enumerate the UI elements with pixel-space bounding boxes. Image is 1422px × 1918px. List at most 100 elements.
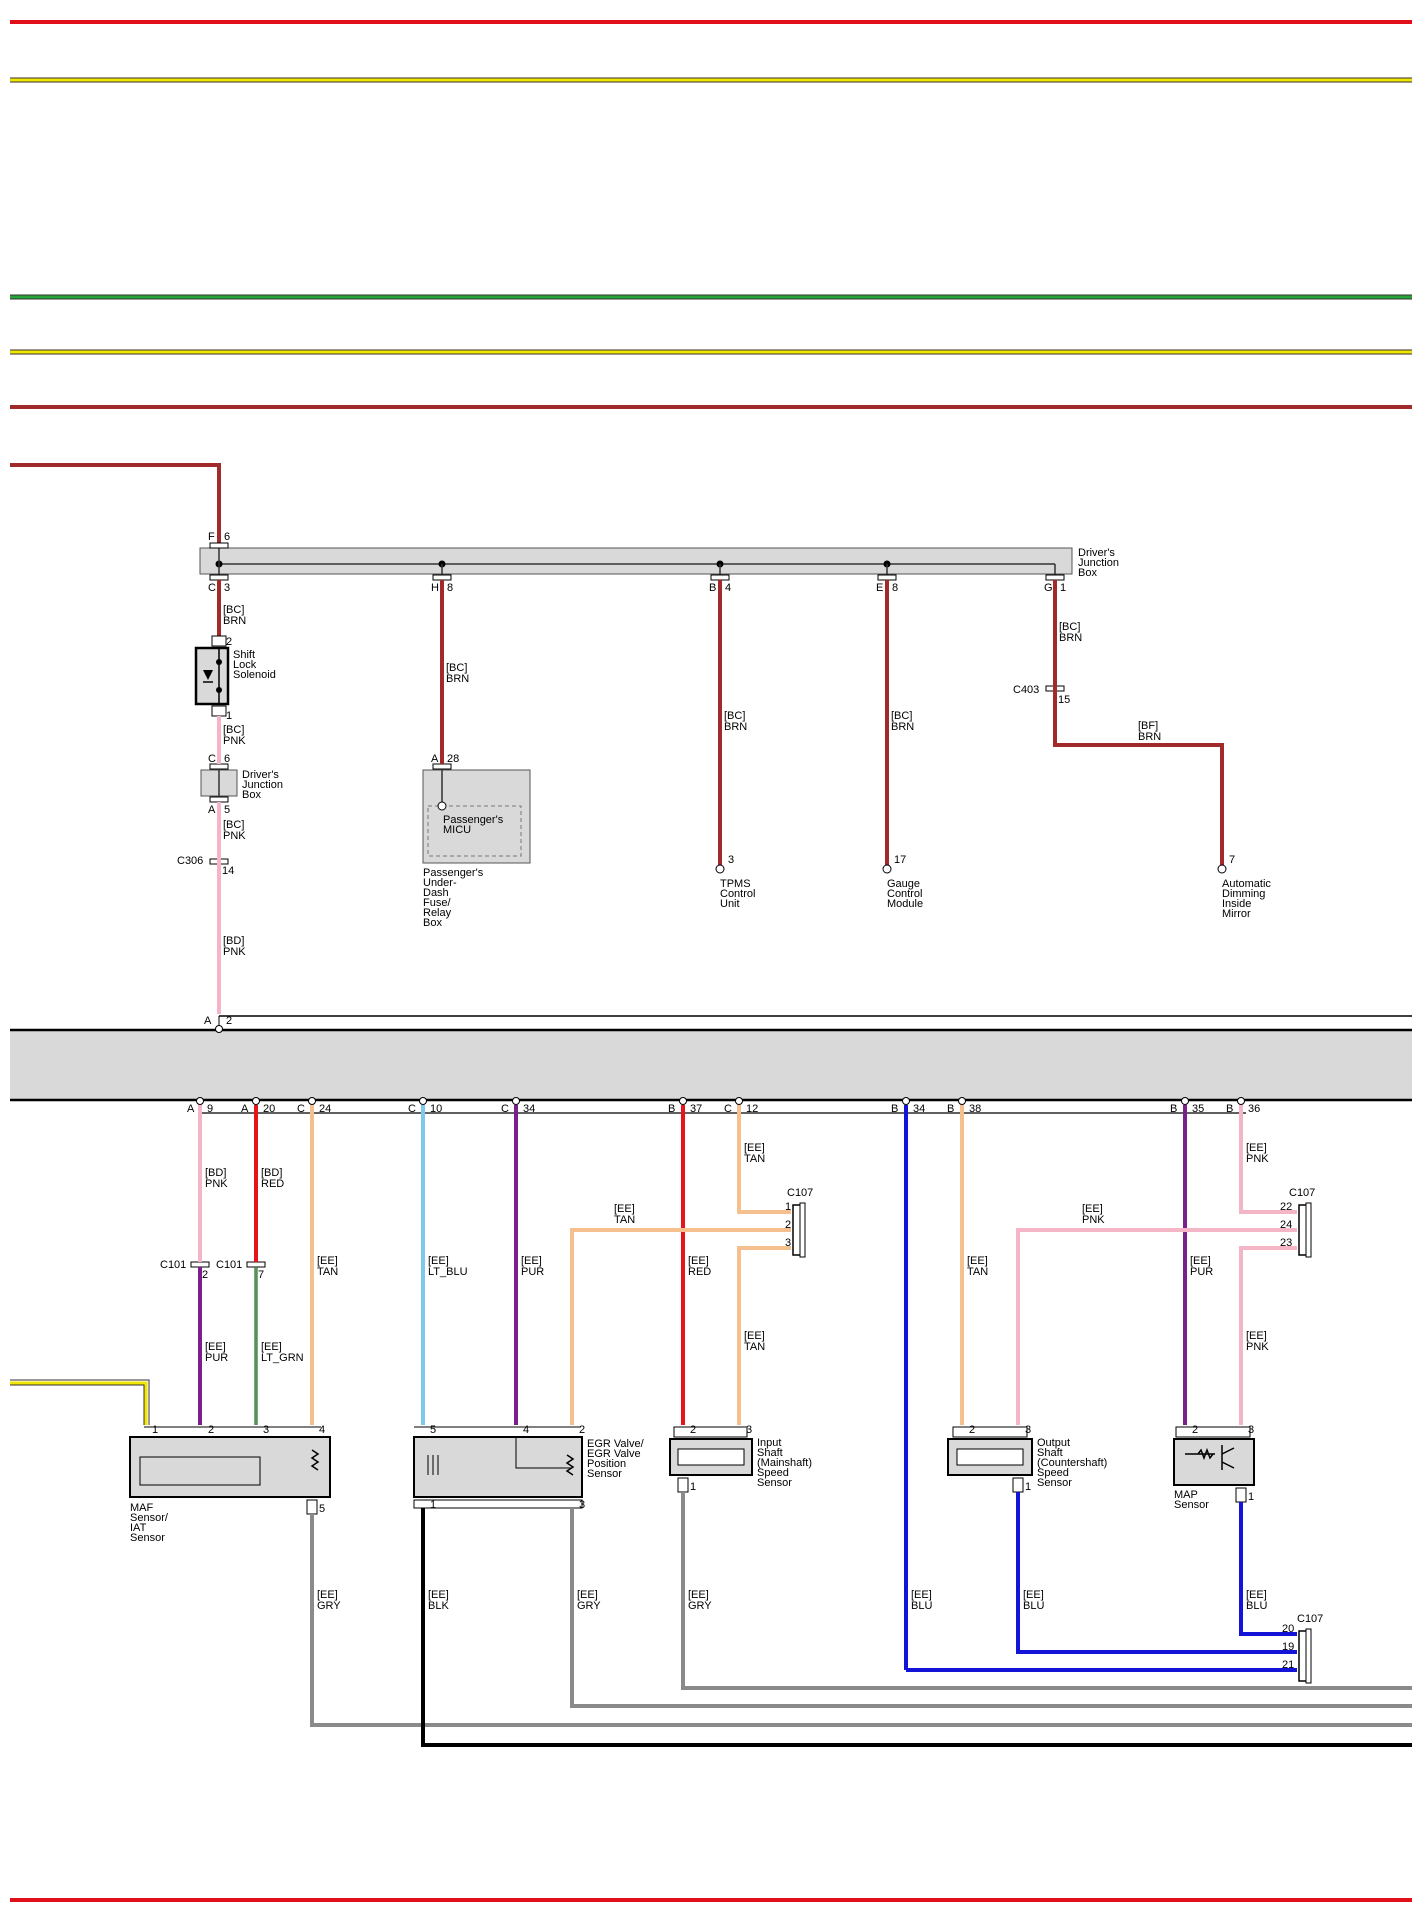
wire-feed-brn xyxy=(10,463,221,543)
c107-label-1: C107 xyxy=(787,1187,813,1199)
c107-g1-pin2: 2 xyxy=(785,1219,791,1231)
connector-id: E xyxy=(876,582,883,594)
connector-id: C xyxy=(297,1103,305,1115)
connector-id: B xyxy=(947,1103,954,1115)
connector-id: C xyxy=(501,1103,509,1115)
connector-id: B xyxy=(668,1103,675,1115)
pin-number: 2 xyxy=(202,1269,208,1281)
pin-number: 36 xyxy=(1248,1103,1260,1115)
wire-label: [EE]BLU xyxy=(911,1589,932,1612)
connector-id: C xyxy=(208,582,216,594)
component-pin: 2 xyxy=(579,1424,585,1436)
pin-number: 14 xyxy=(222,865,234,877)
power-rails xyxy=(10,20,1412,1902)
c107-g2-pin1: 22 xyxy=(1280,1201,1292,1213)
c107-label-2: C107 xyxy=(1289,1187,1315,1199)
wire-label: [EE]RED xyxy=(688,1255,711,1278)
component-pin: 4 xyxy=(319,1424,325,1436)
wire-label: [BC]BRN xyxy=(1059,621,1082,644)
pin-number: 9 xyxy=(207,1103,213,1115)
wire-label: [BC]PNK xyxy=(223,724,246,747)
wire-label: [EE]TAN xyxy=(967,1255,988,1278)
connector-id: B xyxy=(891,1103,898,1115)
pin-number: 8 xyxy=(892,582,898,594)
component-pin: 3 xyxy=(1025,1424,1031,1436)
pin-number: 7 xyxy=(258,1269,264,1281)
pin-number: 20 xyxy=(263,1103,275,1115)
pin-number: 1 xyxy=(1060,582,1066,594)
wire-label: [BD]PNK xyxy=(223,935,246,958)
pin-number: 8 xyxy=(447,582,453,594)
component-pin: 4 xyxy=(523,1424,529,1436)
ecm-block xyxy=(10,1015,1412,1114)
pin-number: 12 xyxy=(746,1103,758,1115)
wire-label: [EE]PNK xyxy=(1246,1142,1269,1165)
component-pin: 3 xyxy=(263,1424,269,1436)
wire-label: [EE]PUR xyxy=(205,1341,228,1364)
rail-yellow-2 xyxy=(10,349,1412,355)
connector-id: A xyxy=(208,804,216,816)
component-pin: 5 xyxy=(430,1424,436,1436)
pin-number: 5 xyxy=(224,804,230,816)
c107-g1-pin3: 3 xyxy=(785,1237,791,1249)
connector-id: B xyxy=(1170,1103,1177,1115)
c107-g2-pin2: 24 xyxy=(1280,1219,1292,1231)
component-pin: 1 xyxy=(690,1481,696,1493)
pin-number: 34 xyxy=(523,1103,535,1115)
wire-labels: [BC]BRN[BC]PNK[BC]PNK[BD]PNK[BC]BRN[BC]B… xyxy=(205,604,1269,1612)
component-pin: 1 xyxy=(1248,1491,1254,1503)
wire-label: [EE]TAN xyxy=(744,1330,765,1353)
pin-number: 35 xyxy=(1192,1103,1204,1115)
wire-label: [EE]PUR xyxy=(1190,1255,1213,1278)
connector-id: F xyxy=(208,531,215,543)
wire-label: [EE]PNK xyxy=(1246,1330,1269,1353)
wire-label: [BF]BRN xyxy=(1138,720,1161,743)
connector-id: B xyxy=(709,582,716,594)
wire-label: [EE]BLU xyxy=(1246,1589,1267,1612)
rail-green xyxy=(10,294,1412,300)
pin-number: 38 xyxy=(969,1103,981,1115)
component-pin: 1 xyxy=(430,1499,436,1511)
connector-id: C306 xyxy=(177,855,203,867)
component-pin: 2 xyxy=(1192,1424,1198,1436)
pin-number: 15 xyxy=(1058,694,1070,706)
wire-label: [BC]BRN xyxy=(446,662,469,685)
connector-id: C xyxy=(208,753,216,765)
pin-number: 3 xyxy=(728,854,734,866)
component-pin: 1 xyxy=(1025,1481,1031,1493)
component-pin: 2 xyxy=(208,1424,214,1436)
component-pin: 3 xyxy=(579,1499,585,1511)
pin-number: 37 xyxy=(690,1103,702,1115)
pin-number: 10 xyxy=(430,1103,442,1115)
wire-brn-g1 xyxy=(1053,580,1224,866)
connector-id: A xyxy=(187,1103,195,1115)
pin-number: 28 xyxy=(447,753,459,765)
wire-label: [EE]LT_BLU xyxy=(428,1255,468,1278)
connector-id: A xyxy=(241,1103,249,1115)
wire-label: [EE]GRY xyxy=(688,1589,712,1612)
wire-label: [EE]GRY xyxy=(317,1589,341,1612)
pin-number: 6 xyxy=(224,531,230,543)
ecm-wires xyxy=(10,1105,1297,1670)
wire-label: [BD]RED xyxy=(261,1167,284,1190)
pin-number: 2 xyxy=(226,636,232,648)
wire-label: [EE]PNK xyxy=(1082,1203,1105,1226)
connector-id: G xyxy=(1044,582,1053,594)
connector-id: A xyxy=(204,1015,212,1027)
